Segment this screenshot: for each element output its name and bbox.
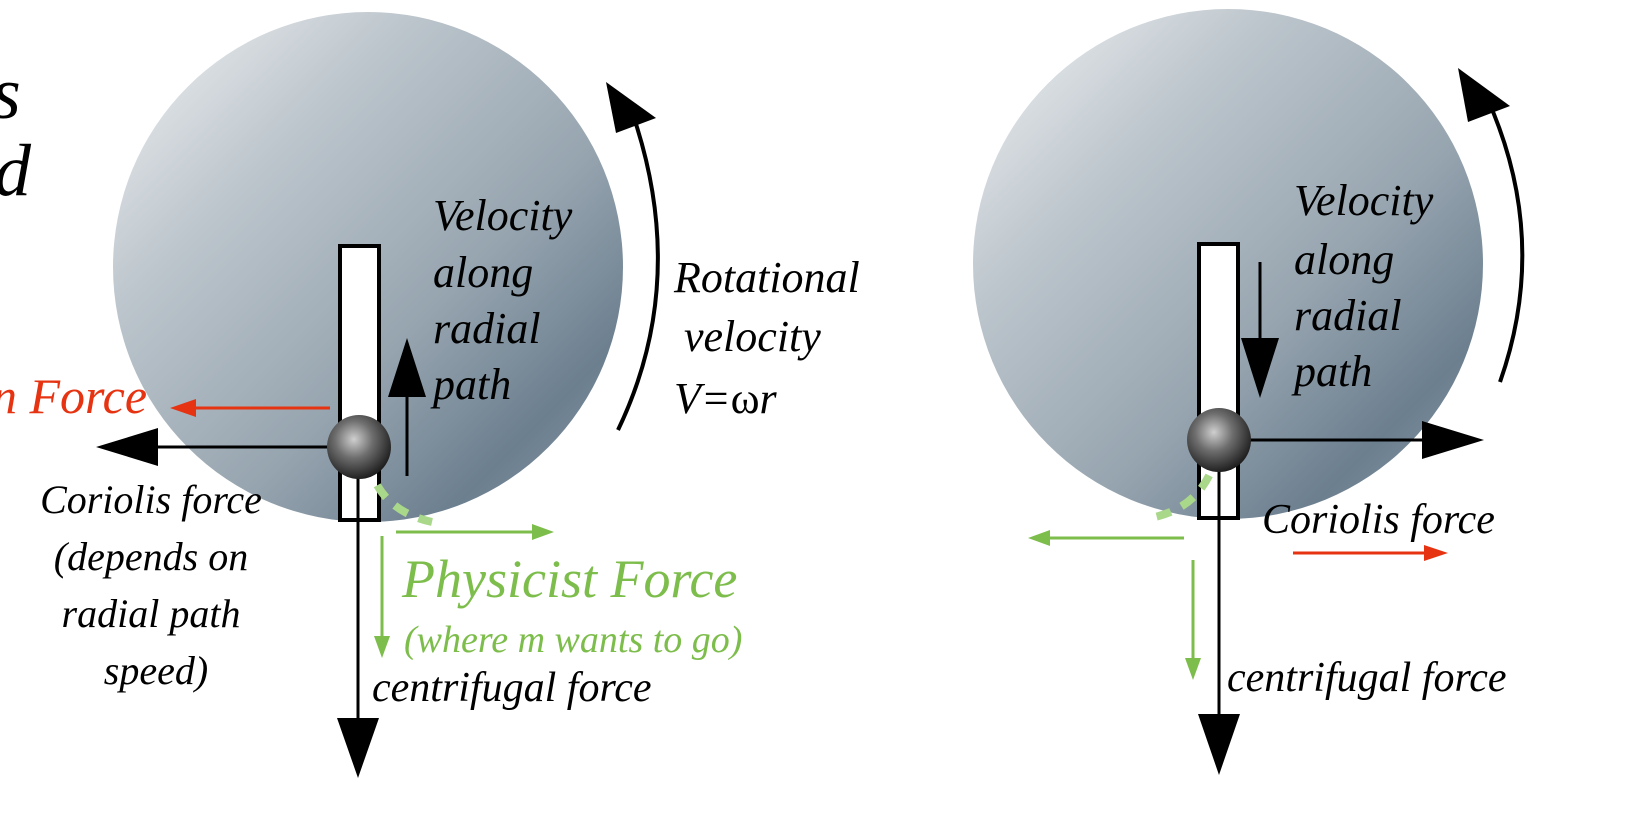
left-centrifugal-arrowhead [337,718,379,778]
left-velocity-line1: Velocity [433,191,573,240]
partial-title-line2: d [0,130,32,212]
partial-title-line1: s [0,53,21,135]
rotational-formula-omega: ω [731,374,760,423]
physicist-force-label: Physicist Force [401,549,737,609]
rotational-velocity-label: Rotational velocity [673,253,871,361]
left-coriolis-arrowhead [96,428,158,466]
rotational-formula-v: V= [674,374,731,423]
right-velocity-line2: along [1294,235,1394,284]
right-rotation-arc [1488,100,1522,382]
left-panel: s d Velocity along [0,12,871,778]
left-velocity-line4: path [430,360,511,409]
left-centrifugal-label: centrifugal force [372,665,652,711]
left-coriolis-label: Coriolis force (depends on radial path s… [40,477,272,693]
left-partial-force-label: n Force [0,368,147,424]
left-coriolis-line4: speed) [104,648,208,693]
right-velocity-line3: radial [1294,291,1402,340]
right-green-vertical-arrowhead [1185,658,1201,680]
right-coriolis-arrowhead [1422,421,1484,459]
rotational-formula-r: r [760,374,778,423]
left-mass-ball [327,415,391,479]
right-centrifugal-label: centrifugal force [1227,655,1507,701]
right-velocity-line4: path [1291,347,1372,396]
right-panel: Velocity along radial path Coriolis forc… [973,9,1522,775]
right-green-horizontal-arrowhead [1028,530,1050,546]
left-velocity-line3: radial [433,304,541,353]
left-velocity-line2: along [433,248,533,297]
right-rotation-arrowhead [1458,68,1510,122]
left-coriolis-line2: (depends on [54,534,248,579]
rotational-line2: velocity [684,312,821,361]
right-centrifugal-arrowhead [1198,714,1240,775]
right-coriolis-label: Coriolis force [1262,497,1495,543]
left-coriolis-line3: radial path [62,591,241,636]
right-velocity-line1: Velocity [1294,176,1434,225]
left-rotation-arrowhead [606,82,656,133]
left-rotation-arc [618,112,658,430]
rotational-formula: V=ωr [674,374,778,423]
physicist-force-note: (where m wants to go) [404,619,742,661]
left-coriolis-line1: Coriolis force [40,477,262,522]
right-mass-ball [1187,408,1251,472]
left-green-horizontal-arrowhead [532,524,554,540]
right-red-force-arrowhead [1424,545,1448,561]
rotational-line1: Rotational [673,253,860,302]
left-green-vertical-arrowhead [374,636,390,658]
